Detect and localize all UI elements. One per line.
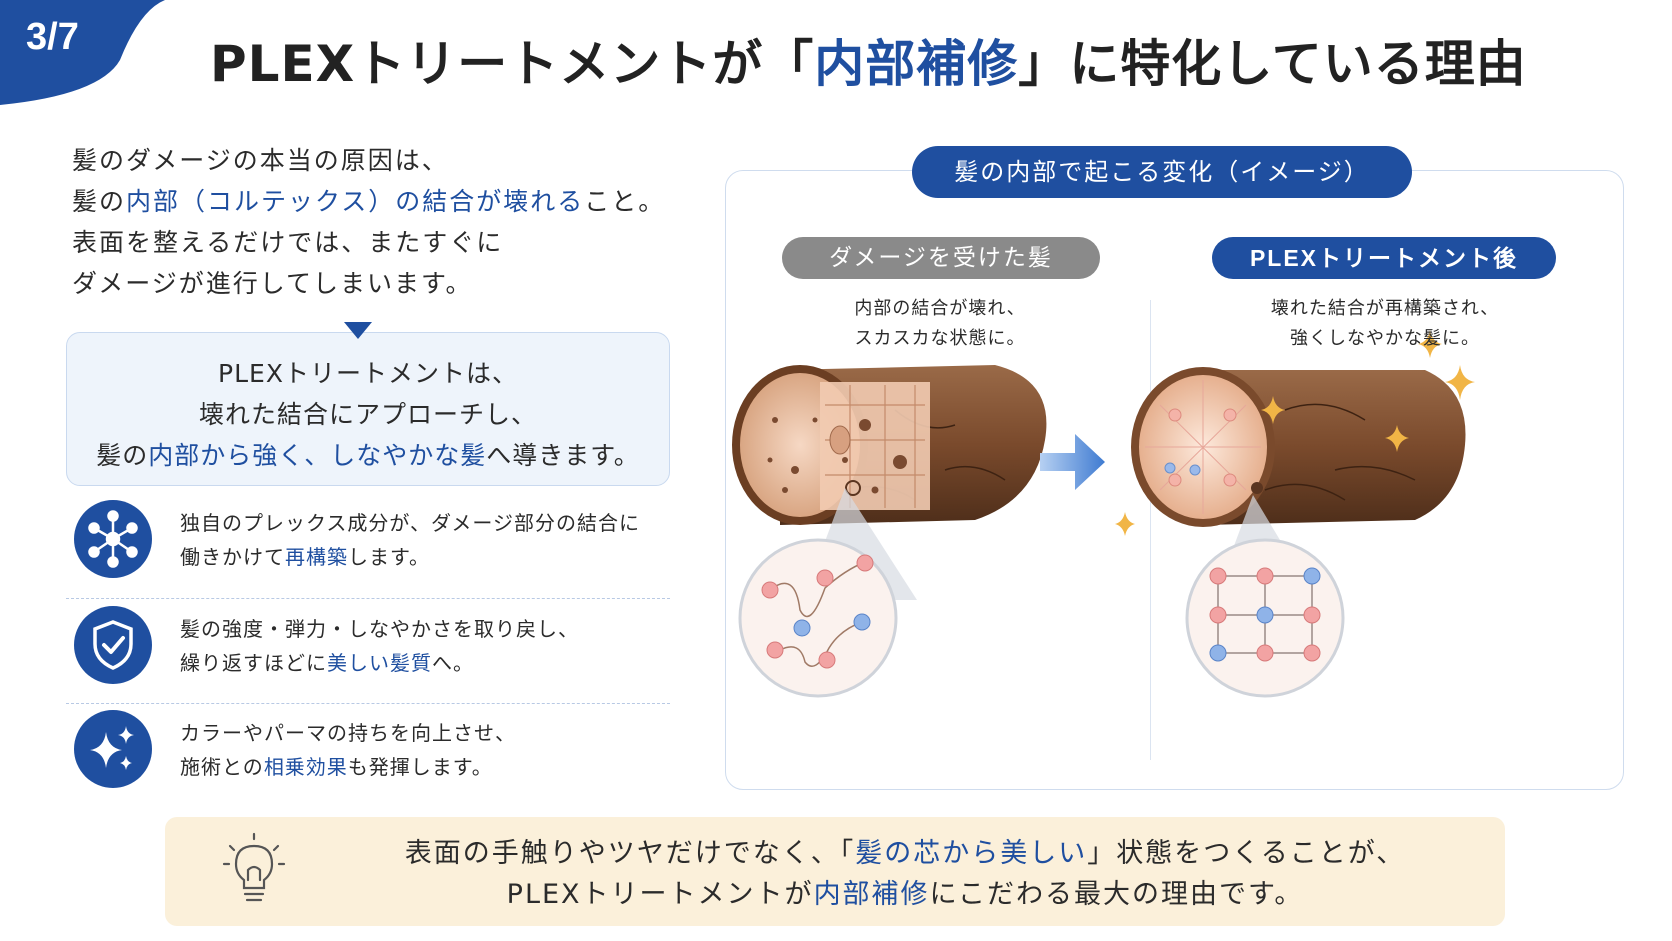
- panel-divider: [1150, 300, 1151, 760]
- page-number: 3/7: [26, 16, 79, 58]
- page-title: PLEXトリートメントが「内部補修」に特化している理由: [210, 35, 1527, 93]
- conclusion-line: PLEXトリートメントが内部補修にこだわる最大の理由です。: [506, 879, 1304, 910]
- feature-item: 髪の強度・弾力・しなやかさを取り戻し、 繰り返すほどに美しい髪質へ。: [74, 602, 674, 694]
- broken-bonds-diagram: [761, 554, 874, 669]
- damaged-hair-shaft: [732, 365, 1047, 525]
- summary-line: PLEXトリートメントは、: [218, 359, 518, 388]
- page-number-badge: [0, 0, 165, 105]
- intro-line: ダメージが進行してしまいます。: [72, 269, 473, 298]
- sparkles: [1115, 330, 1475, 536]
- divider: [66, 598, 670, 599]
- intro-line: 表面を整えるだけでは、またすぐに: [72, 228, 504, 257]
- intro-text: 髪のダメージの本当の原因は、 髪の内部（コルテックス）の結合が壊れること。 表面…: [72, 140, 665, 304]
- divider: [66, 703, 670, 704]
- after-treatment-label: PLEXトリートメント後: [1212, 237, 1556, 279]
- shield-check-icon: [74, 606, 152, 684]
- repaired-hair-shaft: [1131, 367, 1466, 527]
- summary-line: 髪の内部から強く、しなやかな髪へ導きます。: [96, 441, 640, 470]
- summary-box: PLEXトリートメントは、 壊れた結合にアプローチし、 髪の内部から強く、しなや…: [66, 332, 670, 486]
- intro-line: 髪の内部（コルテックス）の結合が壊れること。: [72, 187, 666, 216]
- rebuilt-bonds-diagram: [1209, 567, 1321, 662]
- sparkle-icon: [74, 710, 152, 788]
- panel-title: 髪の内部で起こる変化（イメージ）: [912, 146, 1412, 198]
- feature-text: 独自のプレックス成分が、ダメージ部分の結合に 働きかけて再構築します。: [180, 511, 640, 569]
- feature-text: カラーやパーマの持ちを向上させ、 施術との相乗効果も発揮します。: [180, 721, 516, 779]
- damaged-hair-label: ダメージを受けた髪: [782, 237, 1100, 279]
- feature-text: 髪の強度・弾力・しなやかさを取り戻し、 繰り返すほどに美しい髪質へ。: [180, 617, 579, 675]
- intro-line: 髪のダメージの本当の原因は、: [72, 146, 449, 175]
- conclusion-line: 表面の手触りやツヤだけでなく、「髪の芯から美しい」状態をつくることが、: [404, 838, 1406, 869]
- summary-line: 壊れた結合にアプローチし、: [198, 400, 537, 429]
- damaged-caption: 内部の結合が壊れ、スカスカな状態に。: [854, 298, 1026, 349]
- after-caption: 壊れた結合が再構築され、強くしなやかな髪に。: [1270, 298, 1500, 349]
- hair-illustration: [732, 330, 1475, 698]
- conclusion-banner: [165, 817, 1505, 926]
- lightbulb-icon: [222, 832, 286, 902]
- feature-item: カラーやパーマの持ちを向上させ、 施術との相乗効果も発揮します。: [74, 706, 674, 798]
- molecule-network-icon: [74, 500, 152, 578]
- conclusion-text: 表面の手触りやツヤだけでなく、「髪の芯から美しい」状態をつくることが、 PLEX…: [330, 833, 1480, 915]
- down-arrow-icon: [344, 322, 372, 339]
- feature-item: 独自のプレックス成分が、ダメージ部分の結合に 働きかけて再構築します。: [74, 496, 674, 588]
